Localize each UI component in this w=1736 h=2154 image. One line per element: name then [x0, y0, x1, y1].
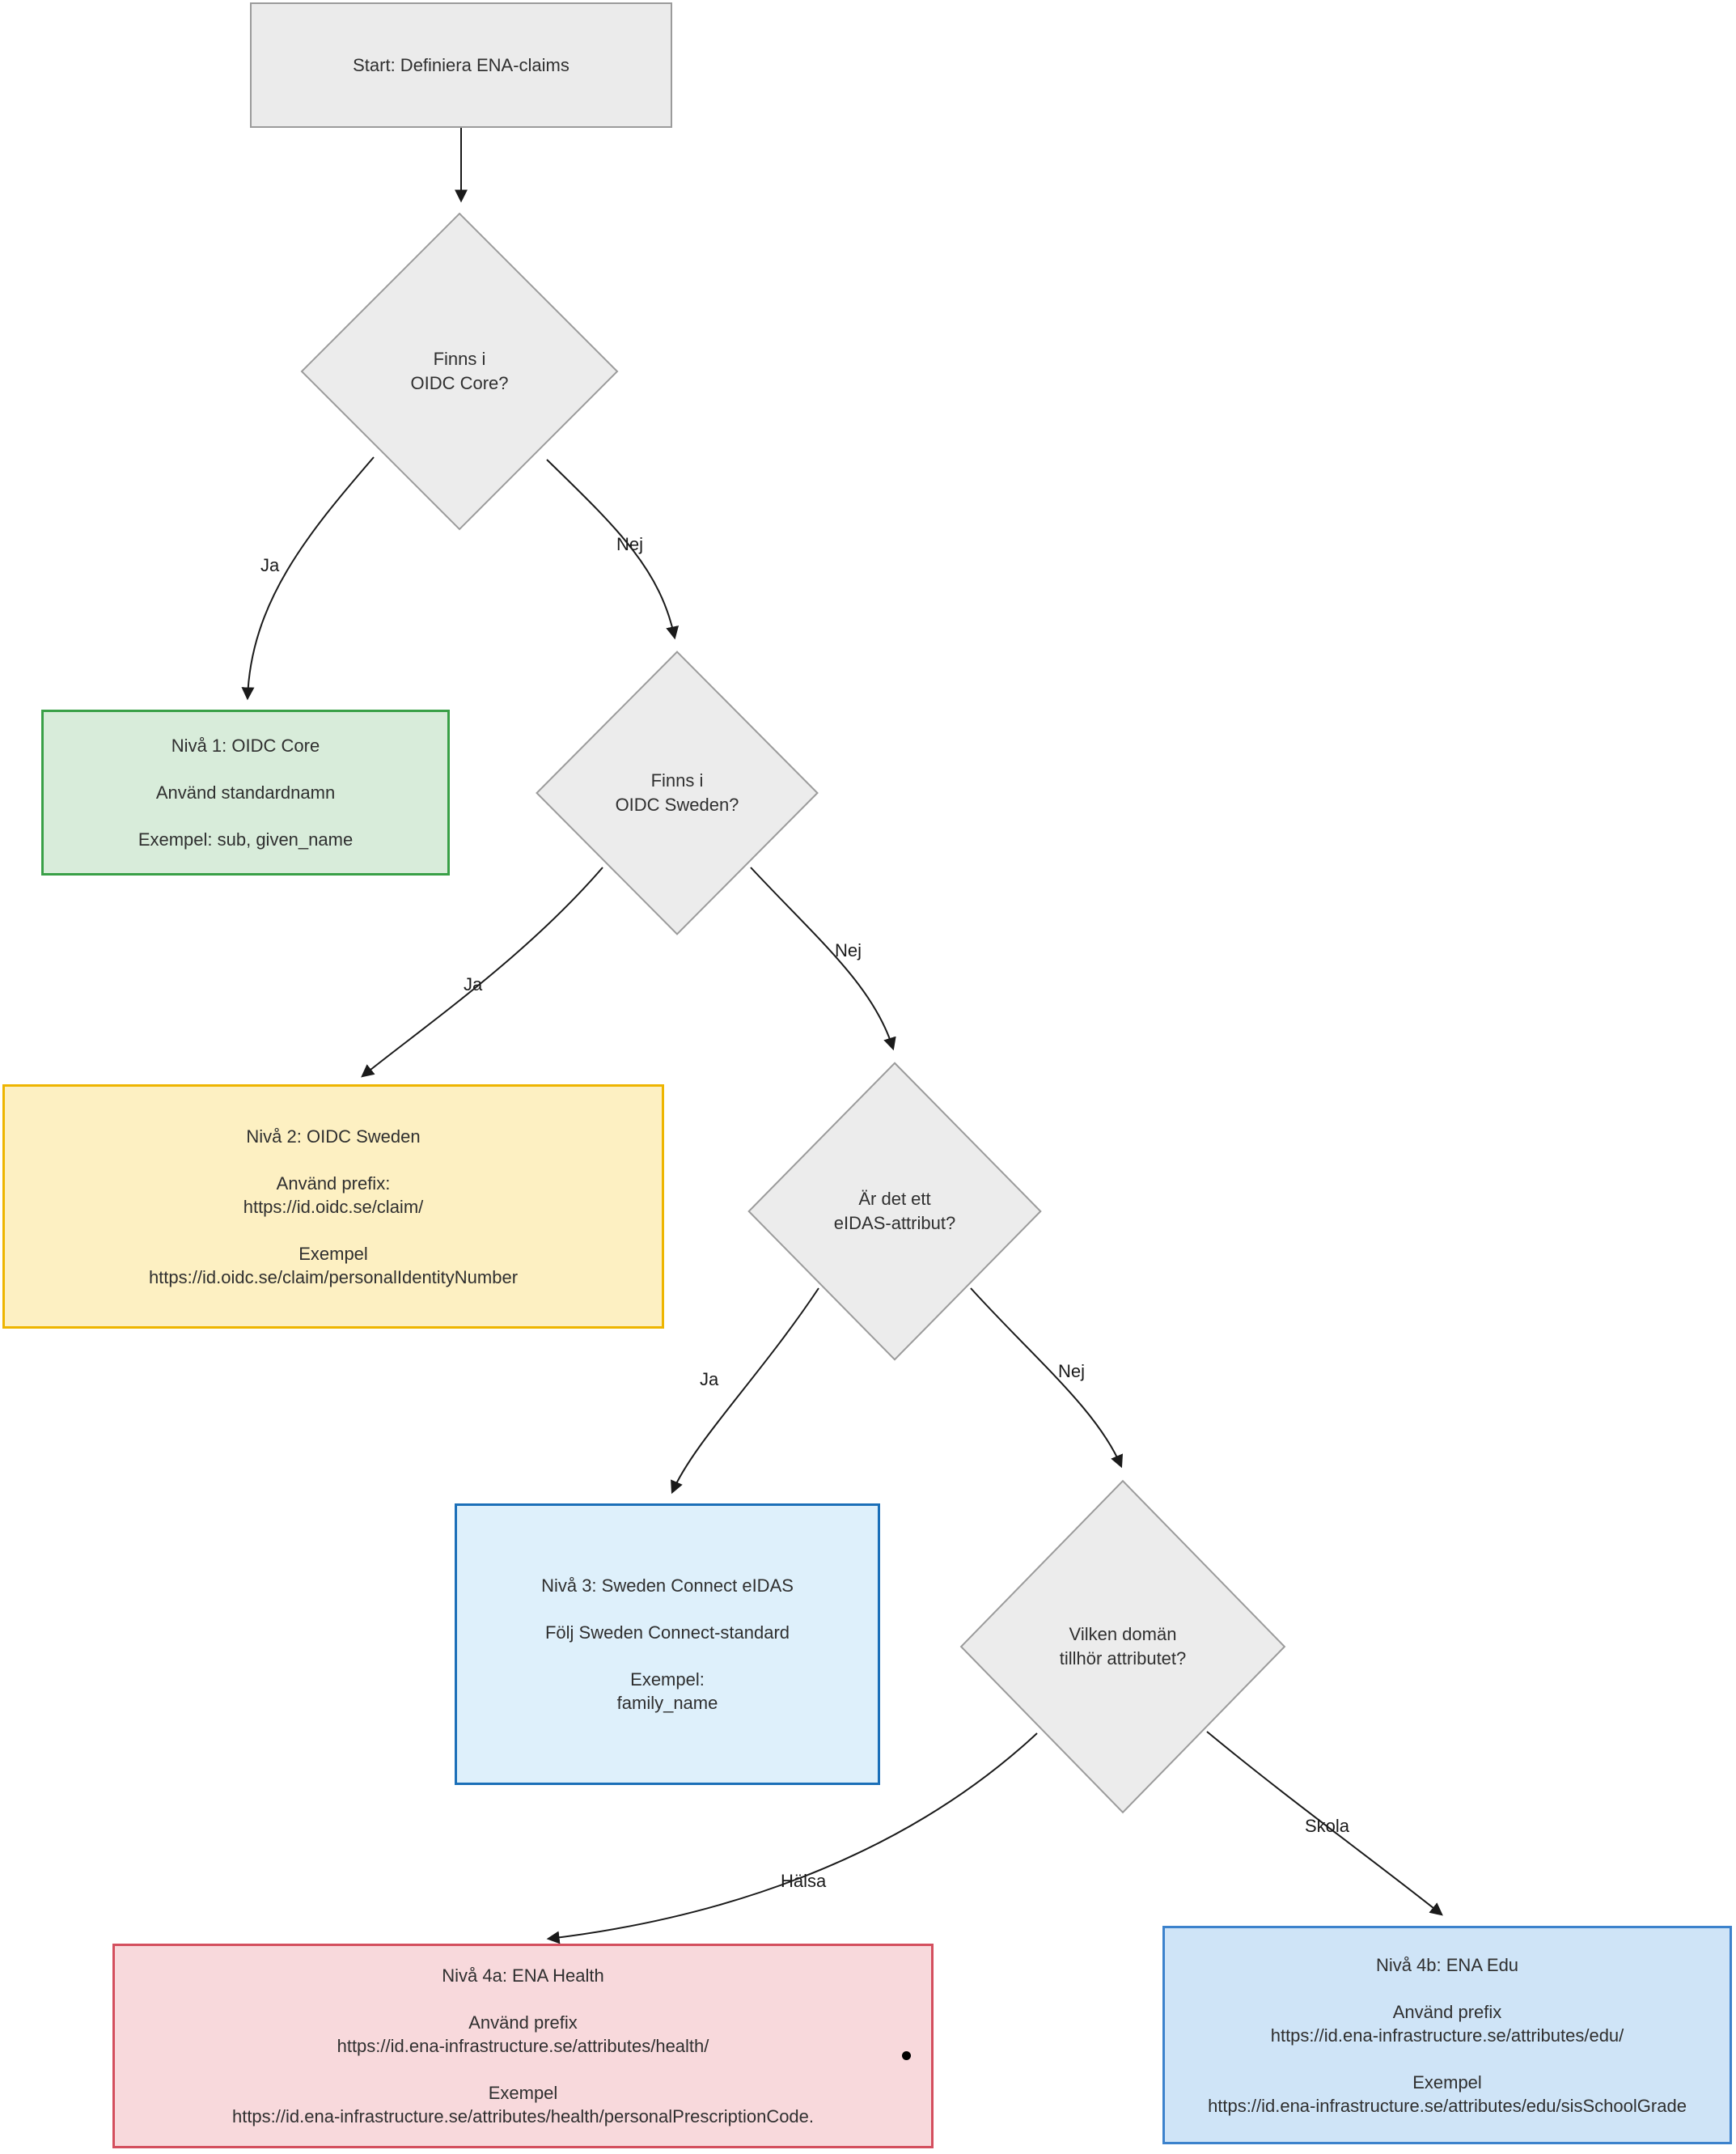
decision-oidc-sweden-text: Finns i OIDC Sweden? — [534, 649, 820, 937]
level3-title: Nivå 3: Sweden Connect eIDAS — [541, 1575, 794, 1596]
level4a-node: Nivå 4a: ENA Health Använd prefix https:… — [112, 1944, 934, 2148]
decision-line: eIDAS-attribut? — [833, 1213, 956, 1233]
decision-eidas: Är det ett eIDAS-attribut? — [746, 1060, 1044, 1363]
decision-line: Finns i — [433, 349, 486, 369]
decision-line: Är det ett — [858, 1189, 931, 1209]
decision-oidc-core-text: Finns i OIDC Core? — [299, 210, 620, 532]
level2-line: Använd prefix: — [276, 1172, 391, 1194]
decision-line: Finns i — [650, 770, 704, 791]
edge-label-sweden-no: Nej — [835, 940, 862, 960]
level4b-line: Använd prefix — [1392, 2001, 1502, 2022]
decision-eidas-text: Är det ett eIDAS-attribut? — [746, 1060, 1044, 1363]
level4b-title: Nivå 4b: ENA Edu — [1375, 1954, 1519, 1975]
decision-line: OIDC Sweden? — [615, 795, 739, 815]
level3-node: Nivå 3: Sweden Connect eIDAS Följ Sweden… — [455, 1503, 880, 1785]
level3-line: Följ Sweden Connect-standard — [544, 1622, 790, 1643]
level2-line: https://id.oidc.se/claim/personalIdentit… — [148, 1266, 519, 1287]
edge-domain-school — [1206, 1731, 1443, 1916]
edge-label-eidas-yes: Ja — [700, 1369, 719, 1389]
level2-line: Exempel — [299, 1243, 368, 1264]
level4a-line: Använd prefix — [468, 2012, 578, 2033]
level2-line: https://id.oidc.se/claim/ — [243, 1196, 424, 1217]
level4b-line: Exempel — [1412, 2071, 1482, 2093]
level3-line: family_name — [616, 1693, 718, 1713]
level4a-line: Exempel — [488, 2083, 558, 2103]
edge-label-domain-school: Skola — [1305, 1816, 1350, 1836]
level4b-line: https://id.ena-infrastructure.se/attribu… — [1270, 2025, 1624, 2046]
level3-line: Exempel: — [630, 1669, 705, 1690]
diamond-shape — [299, 210, 620, 532]
decision-oidc-core: Finns i OIDC Core? — [299, 210, 620, 532]
level4a-line: https://id.ena-infrastructure.se/attribu… — [231, 2106, 815, 2126]
level1-line: Använd standardnamn — [155, 782, 336, 803]
decision-oidc-sweden: Finns i OIDC Sweden? — [534, 649, 820, 937]
start-node: Start: Definiera ENA-claims — [250, 2, 672, 128]
edge-eidas-yes — [671, 1287, 819, 1495]
decision-line: OIDC Core? — [410, 373, 509, 393]
level1-title: Nivå 1: OIDC Core — [171, 736, 320, 756]
level1-line: Exempel: sub, given_name — [138, 829, 354, 850]
level2-title: Nivå 2: OIDC Sweden — [246, 1126, 421, 1147]
diamond-shape — [958, 1478, 1288, 1816]
level4a-line: https://id.ena-infrastructure.se/attribu… — [337, 2036, 709, 2056]
decision-line: tillhör attributet? — [1059, 1648, 1187, 1669]
edge-domain-health — [546, 1732, 1038, 1944]
level4b-node: Nivå 4b: ENA Edu Använd prefix https://i… — [1162, 1926, 1732, 2144]
level4a-title: Nivå 4a: ENA Health — [442, 1965, 604, 1986]
level1-node: Nivå 1: OIDC Core Använd standardnamn Ex… — [41, 710, 450, 876]
level4b-line: https://id.ena-infrastructure.se/attribu… — [1208, 2095, 1687, 2116]
edge-label-domain-health: Hälsa — [781, 1871, 827, 1891]
edge-label-core-no: Nej — [616, 534, 644, 554]
level2-node: Nivå 2: OIDC Sweden Använd prefix: https… — [2, 1084, 664, 1329]
edge-core-no — [546, 459, 680, 640]
diamond-shape — [746, 1060, 1044, 1363]
edge-label-eidas-no: Nej — [1058, 1361, 1086, 1381]
edge-sweden-yes — [361, 867, 603, 1078]
edge-eidas-no — [970, 1287, 1123, 1469]
diamond-shape — [534, 649, 820, 937]
start-label: Start: Definiera ENA-claims — [353, 55, 569, 75]
decision-line: Vilken domän — [1069, 1624, 1177, 1644]
decision-domain: Vilken domän tillhör attributet? — [958, 1478, 1288, 1816]
edge-core-yes — [241, 456, 375, 701]
edge-label-sweden-yes: Ja — [464, 974, 483, 994]
edge-sweden-no — [750, 867, 896, 1051]
edge-label-core-yes: Ja — [260, 555, 280, 575]
decision-domain-text: Vilken domän tillhör attributet? — [958, 1478, 1288, 1816]
bullet-dot — [902, 2051, 911, 2060]
